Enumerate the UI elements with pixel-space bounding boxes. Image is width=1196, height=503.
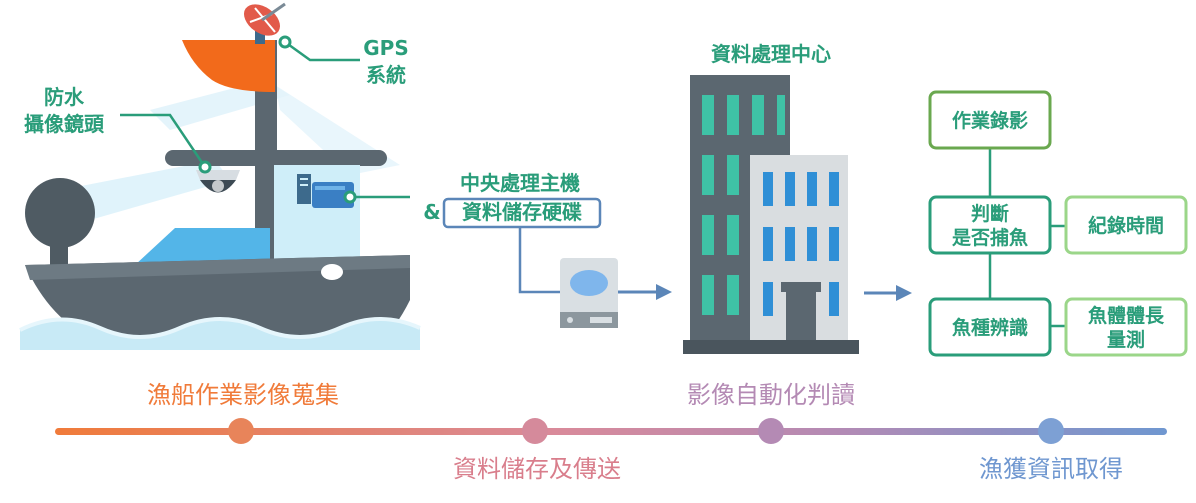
stage-label-3: 影像自動化判讀 — [687, 381, 855, 409]
gps-label-sub: 系統 — [366, 63, 406, 87]
yard-arm — [165, 150, 387, 166]
storage-label-box — [442, 197, 602, 229]
result-judge-line2: 是否捕魚 — [952, 226, 1028, 249]
result-judge-line1: 判斷 — [971, 202, 1009, 225]
camera-leader-line — [120, 113, 207, 168]
arrow-head-icon-2 — [896, 285, 912, 301]
camera-label: 防水 — [44, 85, 85, 109]
result-box-record-time — [1064, 195, 1188, 255]
arrow-head-icon — [656, 284, 672, 300]
result-box-work-recording — [928, 90, 1052, 150]
fishing-boat-illustration — [19, 2, 421, 350]
result-box-species — [928, 297, 1052, 357]
stage-label-1: 漁船作業影像蒐集 — [147, 381, 339, 409]
result-work-recording: 作業錄影 — [952, 109, 1028, 132]
satellite-dish-icon — [243, 2, 286, 44]
gps-label: GPS — [363, 36, 408, 60]
data-center-building — [683, 75, 859, 354]
timeline-bar — [55, 428, 1167, 435]
gps-leader-line — [284, 40, 360, 62]
result-record-time: 紀錄時間 — [1088, 214, 1164, 237]
storage-flow-line — [518, 227, 560, 294]
stage-label-2: 資料儲存及傳送 — [453, 455, 621, 483]
datacenter-title: 資料處理中心 — [711, 42, 831, 66]
timeline-node-3 — [758, 418, 784, 444]
gps-marker — [278, 35, 292, 49]
stage-label-4: 漁獲資訊取得 — [979, 455, 1123, 483]
result-box-measure — [1064, 297, 1188, 357]
hard-drive-icon — [560, 258, 618, 328]
dome-camera-icon — [196, 170, 240, 193]
result-species: 魚種辨識 — [952, 316, 1028, 339]
cpu-marker — [343, 190, 357, 204]
cpu-label-amp: & — [423, 200, 440, 224]
camera-label-sub: 攝像鏡頭 — [24, 112, 105, 136]
mast-flag — [182, 40, 275, 92]
winch-drum — [25, 178, 95, 248]
computer-host-icon — [297, 174, 354, 208]
timeline-node-2 — [522, 418, 548, 444]
cpu-label: 中央處理主機 — [460, 171, 580, 195]
porthole — [321, 264, 343, 280]
cabin-window — [270, 165, 360, 260]
timeline-node-4 — [1038, 418, 1064, 444]
timeline-node-1 — [228, 418, 254, 444]
result-box-judge — [928, 195, 1052, 255]
result-measure-line1: 魚體體長 — [1088, 304, 1165, 327]
sea-waves — [20, 319, 420, 350]
result-measure-line2: 量測 — [1107, 328, 1145, 351]
camera-marker — [198, 160, 212, 174]
storage-label: 資料儲存硬碟 — [462, 200, 582, 224]
